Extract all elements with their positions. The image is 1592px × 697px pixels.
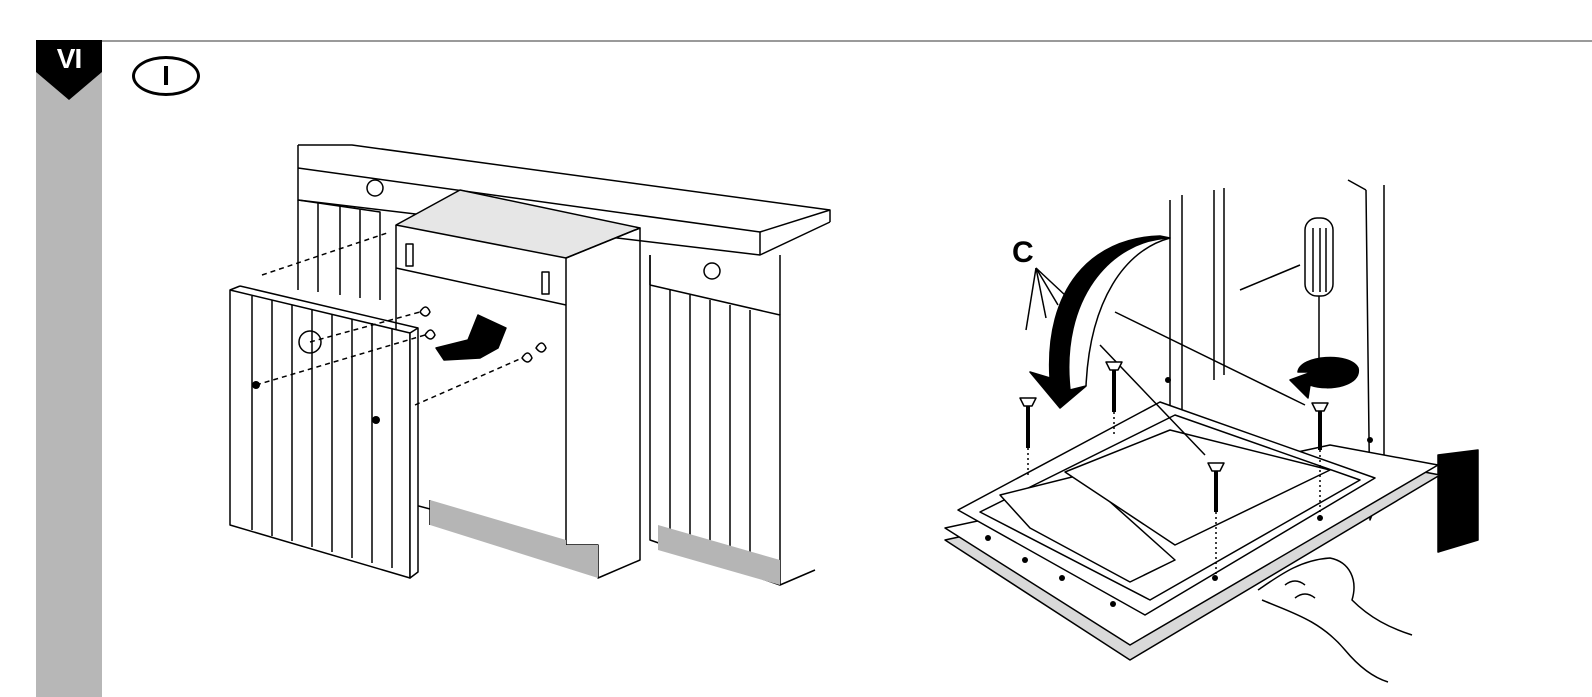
variant-marker-icon — [132, 56, 200, 96]
step-number: VI — [56, 43, 82, 74]
top-divider — [36, 40, 1592, 42]
variant-label: I — [162, 60, 170, 91]
screw-callout-label: C — [1012, 236, 1034, 269]
side-bar — [36, 40, 102, 697]
step-badge-icon — [36, 40, 102, 100]
